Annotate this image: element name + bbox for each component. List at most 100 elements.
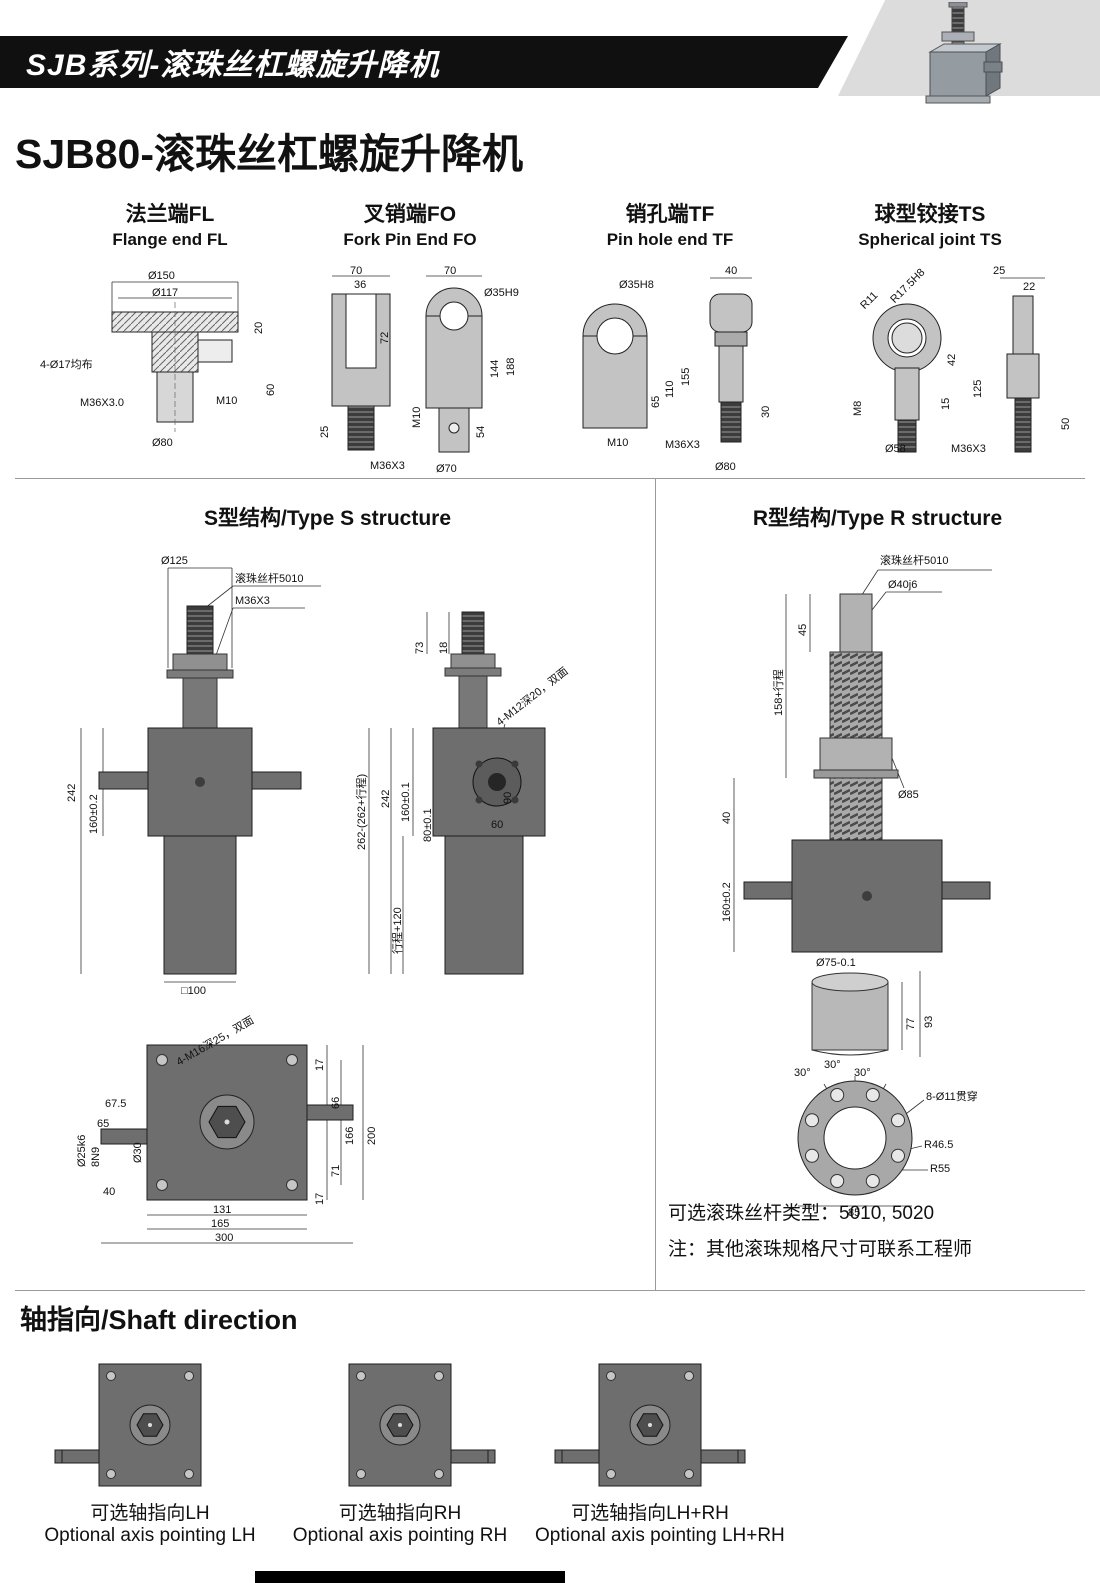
dim-label: Ø117 xyxy=(152,287,179,299)
dim-label: M8 xyxy=(852,400,864,416)
type-r-main-drawing: 滚珠丝杆5010 Ø40j6 45 158+行程 40 160±0.2 Ø85 xyxy=(690,540,1000,970)
dim-label: 200 xyxy=(366,1126,378,1145)
shaft-option-lh-rh: 可选轴指向LH+RH Optional axis pointing LH+RH xyxy=(535,1360,785,1547)
type-r-cylinder-drawing: Ø75-0.1 77 93 xyxy=(780,958,980,1070)
dim-label: 8-Ø11贯穿 xyxy=(926,1091,978,1103)
dim-label: M36X3 xyxy=(665,439,700,451)
dim-label: M36X3.0 xyxy=(80,397,125,409)
shaft-option-lh: 可选轴指向LH Optional axis pointing LH xyxy=(35,1360,265,1547)
dim-label: 110 xyxy=(664,380,676,398)
dim-label: R46.5 xyxy=(924,1139,954,1151)
dim-label: 行程+120 xyxy=(392,907,404,954)
header-flange-end: 法兰端FL Flange end FL xyxy=(55,198,285,250)
dim-label: 160±0.2 xyxy=(88,794,100,834)
dim-label: M10 xyxy=(607,437,629,449)
header-en: Spherical joint TS xyxy=(858,230,1002,249)
divider-vertical xyxy=(655,478,656,1290)
dim-label: 54 xyxy=(475,425,487,438)
dim-label: Ø150 xyxy=(148,270,175,282)
dim-label: M10 xyxy=(411,406,423,428)
dim-label: 60 xyxy=(491,819,504,831)
type-s-front-svg xyxy=(80,567,321,983)
dim-label: 166 xyxy=(344,1126,356,1145)
dim-label: 30° xyxy=(854,1067,871,1079)
dim-label: M10 xyxy=(216,395,238,407)
fl-drawing: Ø150 Ø117 20 60 4-Ø17均布 M36X3.0 M10 Ø80 xyxy=(40,268,290,473)
dim-label: 42 xyxy=(946,353,958,366)
dim-label: R55 xyxy=(930,1163,951,1175)
divider-top xyxy=(15,478,1085,479)
header-en: Flange end FL xyxy=(112,230,228,249)
header-en: Fork Pin End FO xyxy=(343,230,477,249)
type-s-bottom-svg xyxy=(100,1044,364,1244)
dim-label: 67.5 xyxy=(105,1098,127,1110)
dim-label: 262-(262+行程) xyxy=(356,773,368,850)
ball-screw-notes: 可选滚珠丝杆类型：5010, 5020 注：其他滚珠规格尺寸可联系工程师 xyxy=(668,1196,972,1268)
shaft-direction-title: 轴指向/Shaft direction xyxy=(20,1305,298,1335)
dim-label: 71 xyxy=(330,1164,342,1177)
dim-label: Ø35H9 xyxy=(484,287,519,299)
header-zh: 法兰端FL xyxy=(125,203,215,226)
tf-drawing: Ø35H8 40 155 110 65 30 M10 M36X3 Ø80 xyxy=(565,266,780,478)
shaft-option-label-en: Optional axis pointing RH xyxy=(292,1525,508,1546)
type-s-side-drawing: 73 18 4-M12深20，双面 262-(262+行程) 242 160±0… xyxy=(345,550,595,1000)
header-spherical-joint: 球型铰接TS Spherical joint TS xyxy=(815,198,1045,250)
dim-label: 160±0.2 xyxy=(721,882,733,922)
dim-label: 73 xyxy=(414,641,426,654)
page-title: SJB80-滚珠丝杠螺旋升降机 xyxy=(15,131,524,177)
header-pin-hole-end: 销孔端TF Pin hole end TF xyxy=(555,198,785,250)
dim-label: Ø125 xyxy=(161,555,188,567)
dim-label: 85 xyxy=(848,1207,861,1219)
dim-label: 65 xyxy=(97,1118,110,1130)
header-zh: 销孔端TF xyxy=(625,203,715,226)
ts-drawing-svg xyxy=(872,277,1045,453)
tf-drawing-svg xyxy=(582,277,753,443)
type-r-flange-drawing: 30° 30° 30° 8-Ø11贯穿 R46.5 R55 85 xyxy=(760,1058,1000,1219)
dim-label: 滚珠丝杆5010 xyxy=(235,573,304,585)
type-s-title: S型结构/Type S structure xyxy=(204,507,451,530)
dim-label: 17 xyxy=(314,1058,326,1071)
dim-label: M36X3 xyxy=(951,443,986,455)
shaft-option-rh-svg xyxy=(348,1363,496,1487)
dim-label: 158+行程 xyxy=(773,669,785,716)
dim-label: Ø35H8 xyxy=(619,279,654,291)
type-r-title: R型结构/Type R structure xyxy=(752,507,1003,530)
dim-label: 50 xyxy=(1060,417,1072,430)
dim-label: Ø70 xyxy=(436,463,457,475)
shaft-option-label-zh: 可选轴指向LH xyxy=(90,1503,210,1524)
dim-label: 242 xyxy=(380,789,392,808)
dim-label: 93 xyxy=(923,1015,935,1028)
dim-label: 60 xyxy=(265,383,277,396)
dim-label: Ø30 xyxy=(132,1142,144,1163)
dim-label: 滚珠丝杆5010 xyxy=(880,555,949,567)
dim-label: M36X3 xyxy=(235,595,270,607)
dim-label: 66 xyxy=(330,1096,342,1109)
dim-label: Ø80 xyxy=(715,461,736,473)
dim-label: 25 xyxy=(993,265,1006,277)
type-r-cylinder-svg xyxy=(811,971,921,1057)
screw-jack-product-image xyxy=(925,2,1003,104)
type-s-bottom-drawing: 4-M16深25，双面 17 66 166 200 71 17 67.5 65 … xyxy=(75,1014,385,1255)
dim-label: 22 xyxy=(1023,281,1036,293)
shaft-option-label-zh: 可选轴指向RH xyxy=(338,1503,462,1524)
dim-label: Ø80 xyxy=(152,437,173,449)
type-r-main-svg xyxy=(733,569,992,953)
dim-label: 188 xyxy=(505,357,517,376)
dim-label: 17 xyxy=(314,1192,326,1205)
dim-label: 30 xyxy=(760,405,772,418)
dim-label: 30° xyxy=(794,1067,811,1079)
shaft-option-label-zh: 可选轴指向LH+RH xyxy=(571,1503,729,1524)
dim-label: 160±0.1 xyxy=(400,782,412,822)
fl-drawing-svg xyxy=(111,281,239,432)
series-title: SJB系列-滚珠丝杠螺旋升降机 xyxy=(26,49,440,82)
dim-label: 90 xyxy=(502,791,514,804)
dim-label: 40 xyxy=(725,265,738,277)
header-en: Pin hole end TF xyxy=(606,230,734,249)
dim-label: 4-Ø17均布 xyxy=(40,359,93,371)
type-s-front-drawing: Ø125 滚珠丝杆5010 M36X3 242 160±0.2 □100 xyxy=(65,550,335,1000)
dim-label: 70 xyxy=(444,265,457,277)
dim-label: 40 xyxy=(103,1186,116,1198)
dim-label: 70 xyxy=(350,265,363,277)
dim-label: 65 xyxy=(650,395,662,408)
